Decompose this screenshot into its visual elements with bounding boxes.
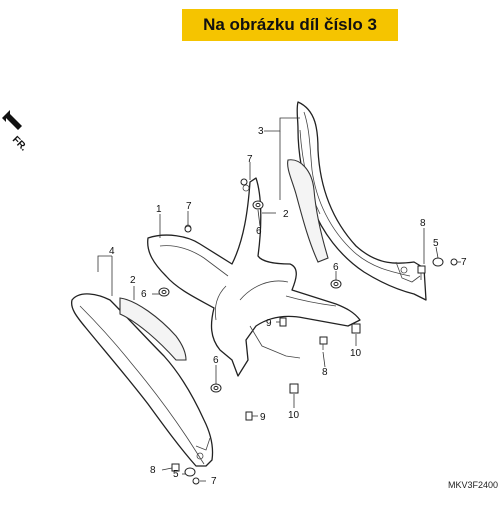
callout-1: 1 [156, 204, 162, 215]
callout-8-right: 8 [420, 218, 426, 229]
callout-7-bottom: 7 [211, 476, 217, 487]
part-2-lower-pad [119, 297, 187, 361]
callout-4: 4 [109, 246, 115, 257]
part-number-banner: Na obrázku díl číslo 3 [182, 9, 398, 41]
clip-9b-icon [245, 411, 253, 421]
grommet-6a-icon [252, 200, 264, 210]
callout-5-bottom: 5 [173, 469, 179, 480]
screw-7b-icon [184, 225, 192, 233]
callout-6-lower: 6 [213, 355, 219, 366]
direction-label: FR. [10, 134, 29, 153]
front-direction-arrow-icon [2, 110, 22, 130]
screw-7d-icon [192, 477, 200, 485]
callout-10-right: 10 [350, 348, 362, 359]
grommet-6b-icon [158, 287, 170, 297]
callout-5-right: 5 [433, 238, 439, 249]
part-2-upper-pad [287, 159, 329, 263]
nut-10b-icon [289, 383, 299, 394]
callout-7-center: 7 [186, 201, 192, 212]
grommet-6d-icon [210, 383, 222, 393]
callout-7-upper: 7 [247, 154, 253, 165]
leader-lines [97, 117, 461, 482]
part-3-side-rail [296, 101, 427, 301]
callout-6-upper: 6 [256, 226, 262, 237]
bolt-8a-icon [417, 265, 426, 280]
callout-10-lower: 10 [288, 410, 300, 421]
callout-2-lower: 2 [130, 275, 136, 286]
bolt-8b-icon [319, 336, 328, 350]
grommet-5a-icon [432, 257, 444, 267]
callout-9-upper: 9 [266, 318, 272, 329]
callout-6-right: 6 [333, 262, 339, 273]
callout-3: 3 [258, 126, 264, 137]
callout-9-lower: 9 [260, 412, 266, 423]
screw-7c-icon [450, 258, 458, 266]
clip-9a-icon [279, 317, 287, 327]
grommet-5b-icon [184, 467, 196, 477]
drawing-code: MKV3F2400 [448, 480, 498, 490]
callout-2-upper: 2 [283, 209, 289, 220]
screw-7a-icon [240, 178, 248, 186]
nut-10a-icon [351, 323, 361, 334]
callout-7-right: 7 [461, 257, 467, 268]
bolt-8c-icon [171, 463, 180, 472]
callout-8-center: 8 [322, 367, 328, 378]
grommet-6c-icon [330, 279, 342, 289]
callout-8-bottom: 8 [150, 465, 156, 476]
banner-text: Na obrázku díl číslo 3 [203, 15, 377, 34]
callout-6-left: 6 [141, 289, 147, 300]
